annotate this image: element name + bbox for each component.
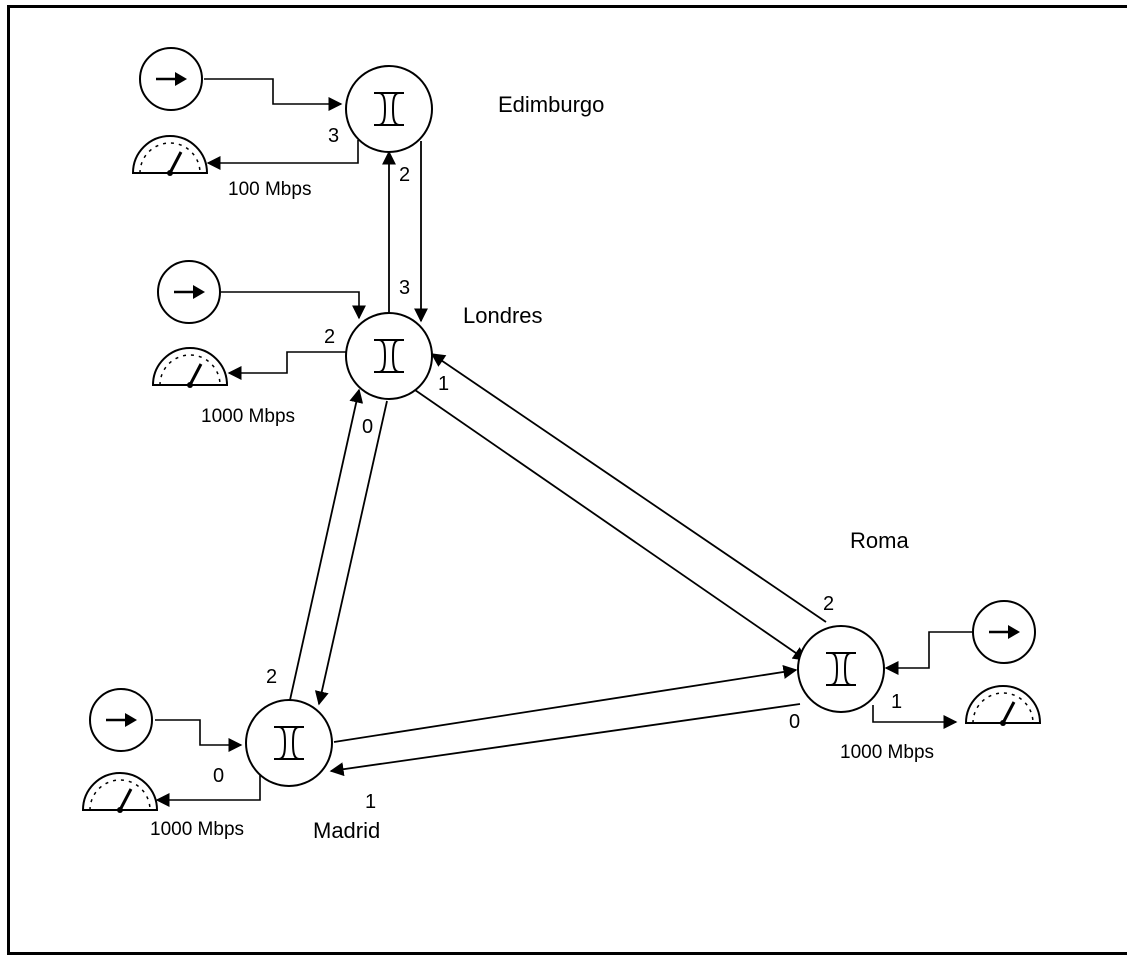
speed-label-edimburgo: 100 Mbps: [228, 179, 311, 200]
port-label: 3: [399, 277, 410, 299]
port-label: 0: [213, 765, 224, 787]
city-label-madrid: Madrid: [313, 818, 380, 843]
switch-icon-londres: [345, 312, 433, 400]
city-label-londres: Londres: [463, 303, 543, 328]
source-arrow-icon-madrid: [88, 687, 154, 753]
port-label: 2: [266, 666, 277, 688]
gauge-meter-icon-londres: [151, 346, 229, 390]
speed-label-roma: 1000 Mbps: [840, 742, 934, 763]
city-label-roma: Roma: [850, 528, 909, 553]
link-londres-roma: [414, 353, 827, 661]
source-arrow-icon-londres: [156, 259, 222, 325]
link-madrid-roma: [329, 665, 801, 777]
switch-icon-edimburgo: [345, 65, 433, 153]
speed-label-londres: 1000 Mbps: [201, 406, 295, 427]
port-label: 2: [324, 326, 335, 348]
port-label: 1: [365, 791, 376, 813]
gauge-meter-icon-madrid: [81, 771, 159, 815]
port-label: 2: [823, 593, 834, 615]
port-label: 3: [328, 125, 339, 147]
link-edimburgo-londres: [382, 141, 428, 323]
host-links: [155, 78, 974, 807]
port-label: 1: [438, 373, 449, 395]
source-arrow-icon-edimburgo: [138, 46, 204, 112]
switch-icon-roma: [797, 625, 885, 713]
port-label: 0: [789, 711, 800, 733]
gauge-meter-icon-roma: [964, 684, 1042, 728]
switch-icon-madrid: [245, 699, 333, 787]
port-label: 0: [362, 416, 373, 438]
city-label-edimburgo: Edimburgo: [498, 92, 604, 117]
port-label: 1: [891, 691, 902, 713]
port-label: 2: [399, 164, 410, 186]
link-londres-madrid: [289, 388, 388, 706]
speed-label-madrid: 1000 Mbps: [150, 819, 244, 840]
gauge-meter-icon-edimburgo: [131, 134, 209, 178]
source-arrow-icon-roma: [971, 599, 1037, 665]
